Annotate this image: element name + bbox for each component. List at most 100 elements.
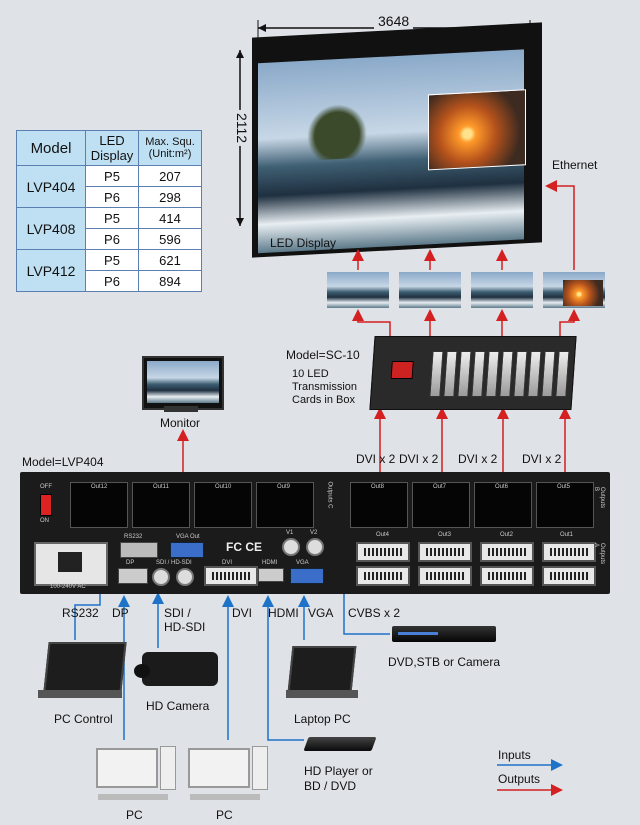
table-cell-max: 414 [138, 207, 202, 229]
v1-label: V1 [286, 530, 294, 536]
switch-off-label: OFF [40, 484, 52, 490]
out4-label: Out4 [376, 532, 390, 538]
outputs-a-label: Outputs A [593, 543, 605, 565]
dp-port[interactable] [118, 568, 148, 584]
outputs-c-label: Outputs C [326, 481, 333, 509]
processor-model-label: Model=LVP404 [22, 455, 104, 469]
outputs-b-label: Outputs B [593, 487, 605, 509]
sdi-port-label: SDI / HD-SDI [156, 560, 192, 566]
table-header-max: Max. Squ. (Unit:m²) [138, 130, 202, 166]
output-socket-7: Out7 [412, 482, 470, 528]
table-header-model: Model [16, 130, 86, 166]
dvi-output-1[interactable] [542, 542, 596, 562]
dvi-output-label-1: DVI x 2 [356, 452, 396, 466]
output-socket-10: Out10 [194, 482, 252, 528]
dvi-output-label-3: DVI x 2 [458, 452, 498, 466]
legend-outputs-label: Outputs [498, 772, 541, 786]
output-socket-8: Out8 [350, 482, 408, 528]
hd-player-label: HD Player or BD / DVD [304, 764, 373, 793]
pc-1-monitor-icon [96, 748, 158, 788]
rs232-port-label: RS232 [124, 534, 143, 540]
dvd-source-label: DVD,STB or Camera [388, 655, 501, 669]
led-display-label: LED Display [270, 236, 337, 250]
pc-control-laptop-icon [43, 642, 127, 692]
table-cell-max: 596 [138, 228, 202, 250]
pc-2-keyboard-icon [190, 794, 260, 800]
table-cell-led: P5 [85, 165, 139, 187]
dvi-output-2b[interactable] [480, 566, 534, 586]
vga-in-port-label: VGA [296, 560, 309, 566]
table-cell-max: 298 [138, 186, 202, 208]
monitor-icon [142, 356, 224, 410]
segment-thumbnail-4 [543, 272, 605, 308]
pc-1-label: PC [126, 808, 143, 822]
power-label: 100-240V AC [50, 584, 86, 590]
hd-camera-label: HD Camera [146, 699, 210, 713]
out2-label: Out2 [500, 532, 514, 538]
table-cell-led: P5 [85, 249, 139, 271]
sender-model-label: Model=SC-10 [286, 348, 360, 362]
out3-label: Out3 [438, 532, 452, 538]
input-label-hdmi: HDMI [268, 606, 299, 620]
cvbs-v1-port[interactable] [282, 538, 300, 556]
pc-control-laptop-base [38, 690, 122, 698]
sdi-loop-port[interactable] [176, 568, 194, 586]
cvbs-v2-port[interactable] [306, 538, 324, 556]
dvi-output-4b[interactable] [356, 566, 410, 586]
laptop-pc-base [286, 690, 358, 698]
output-socket-6: Out6 [474, 482, 532, 528]
hdmi-port-label: HDMI [262, 560, 278, 566]
pc-2-tower-icon [252, 746, 268, 790]
pc-1-tower-icon [160, 746, 176, 790]
dvi-input-port[interactable] [204, 566, 258, 586]
fc-ce-mark: FC CE [226, 540, 262, 554]
rs232-port[interactable] [120, 542, 158, 558]
table-row: P6 596 [17, 228, 202, 250]
table-cell-model: LVP404 [16, 165, 86, 208]
power-switch[interactable] [40, 494, 52, 516]
power-switch-icon [390, 361, 414, 379]
table-cell-model: LVP412 [16, 249, 86, 292]
segment-thumbnail-3 [471, 272, 533, 308]
pc-2-label: PC [216, 808, 233, 822]
dvi-output-4[interactable] [356, 542, 410, 562]
width-label: 3648 [374, 13, 414, 29]
sdi-port[interactable] [152, 568, 170, 586]
ethernet-label: Ethernet [552, 158, 598, 172]
dvi-output-1b[interactable] [542, 566, 596, 586]
dvd-player-icon [392, 626, 496, 642]
table-row: P6 298 [17, 186, 202, 208]
sender-box [369, 336, 577, 410]
v2-label: V2 [310, 530, 318, 536]
hd-player-icon [303, 737, 377, 751]
pc-2-monitor-icon [188, 748, 250, 788]
input-label-dp: DP [112, 606, 129, 620]
dvi-output-label-4: DVI x 2 [522, 452, 562, 466]
dvi-output-3[interactable] [418, 542, 472, 562]
ac-power-socket[interactable] [34, 542, 108, 586]
dvi-in-port-label: DVI [222, 560, 233, 566]
dp-port-label: DP [126, 560, 135, 566]
vga-input-port[interactable] [290, 568, 324, 584]
output-socket-12: Out12 [70, 482, 128, 528]
input-label-sdi: SDI / HD-SDI [164, 606, 206, 634]
input-label-vga: VGA [308, 606, 334, 620]
vga-out-port-label: VGA Out [176, 534, 200, 540]
output-socket-11: Out11 [132, 482, 190, 528]
output-socket-5: Out5 [536, 482, 594, 528]
segment-thumbnail-2 [399, 272, 461, 308]
sender-description: 10 LED Transmission Cards in Box [292, 368, 357, 406]
dvi-output-3b[interactable] [418, 566, 472, 586]
pc-control-label: PC Control [54, 712, 113, 726]
hdmi-port[interactable] [258, 568, 284, 582]
input-label-rs232: RS232 [62, 606, 99, 620]
vga-out-port[interactable] [170, 542, 204, 558]
pc-1-keyboard-icon [98, 794, 168, 800]
table-row: P6 894 [17, 270, 202, 292]
dvi-output-2[interactable] [480, 542, 534, 562]
table-cell-max: 894 [138, 270, 202, 292]
input-label-cvbs: CVBS x 2 [348, 606, 401, 620]
input-label-dvi: DVI [232, 606, 253, 620]
lvp404-rear-panel: OFF ON Out12 Out11 Out10 Out9 Outputs C … [20, 472, 610, 594]
